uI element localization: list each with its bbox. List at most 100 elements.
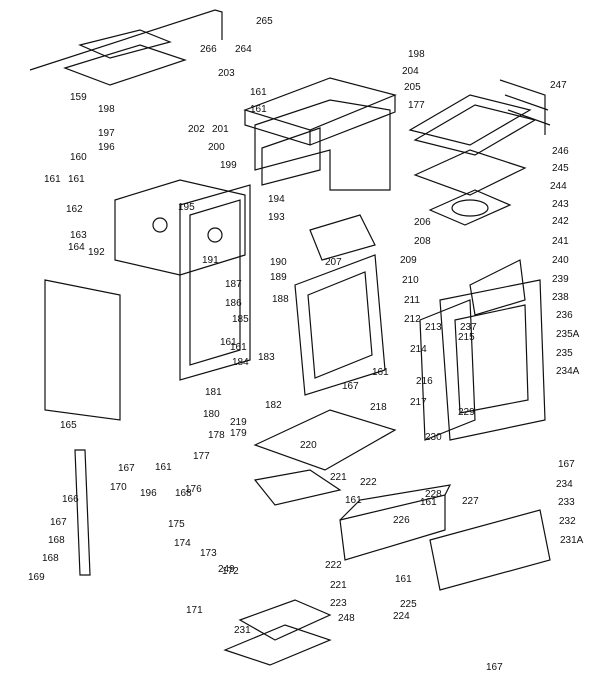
left-frame-rail xyxy=(74,449,91,576)
callout-166: 166 xyxy=(62,494,79,505)
callout-167: 167 xyxy=(118,463,135,474)
callout-192: 192 xyxy=(88,247,105,258)
callout-242: 242 xyxy=(552,216,569,227)
callout-198: 198 xyxy=(98,104,115,115)
callout-188: 188 xyxy=(272,294,289,305)
callout-245: 245 xyxy=(552,163,569,174)
callout-186: 186 xyxy=(225,298,242,309)
window-glass xyxy=(309,214,376,261)
callout-161: 161 xyxy=(420,497,437,508)
callout-202: 202 xyxy=(188,124,205,135)
callout-182: 182 xyxy=(265,400,282,411)
oven-racks xyxy=(408,79,551,156)
callout-241: 241 xyxy=(552,236,569,247)
callout-233: 233 xyxy=(558,497,575,508)
callout-161: 161 xyxy=(345,495,362,506)
callout-198: 198 xyxy=(408,49,425,60)
callout-218: 218 xyxy=(370,402,387,413)
callout-196: 196 xyxy=(98,142,115,153)
broiler-drawer-pan xyxy=(223,599,332,666)
callout-161: 161 xyxy=(250,87,267,98)
callout-223: 223 xyxy=(330,598,347,609)
callout-214: 214 xyxy=(410,344,427,355)
callout-243: 243 xyxy=(552,199,569,210)
callout-238: 238 xyxy=(552,292,569,303)
oven-liner xyxy=(179,184,251,381)
callout-217: 217 xyxy=(410,397,427,408)
callout-165: 165 xyxy=(60,420,77,431)
callout-161: 161 xyxy=(230,342,247,353)
callout-226: 226 xyxy=(393,515,410,526)
callout-210: 210 xyxy=(402,275,419,286)
callout-204: 204 xyxy=(402,66,419,77)
callout-177: 177 xyxy=(408,100,425,111)
callout-183: 183 xyxy=(258,352,275,363)
callout-168: 168 xyxy=(42,553,59,564)
burner-box xyxy=(254,99,391,191)
callout-167: 167 xyxy=(50,517,67,528)
broiler-pan xyxy=(413,149,527,226)
top-panel xyxy=(243,77,397,146)
callout-203: 203 xyxy=(218,68,235,79)
callout-212: 212 xyxy=(404,314,421,325)
callout-230: 230 xyxy=(425,432,442,443)
callout-231a: 231A xyxy=(560,535,584,546)
callout-227: 227 xyxy=(462,496,479,507)
callout-225: 225 xyxy=(400,599,417,610)
callout-185: 185 xyxy=(232,314,249,325)
callout-265: 265 xyxy=(256,16,273,27)
callout-170: 170 xyxy=(110,482,127,493)
callout-173: 173 xyxy=(200,548,217,559)
callout-228: 228 xyxy=(425,489,442,500)
callout-221: 221 xyxy=(330,472,347,483)
callout-181: 181 xyxy=(205,387,222,398)
callout-209: 209 xyxy=(400,255,417,266)
callout-247: 247 xyxy=(550,80,567,91)
callout-178: 178 xyxy=(208,430,225,441)
callout-174: 174 xyxy=(174,538,191,549)
callout-206: 206 xyxy=(414,217,431,228)
callout-234a: 234A xyxy=(556,366,580,377)
callout-191: 191 xyxy=(202,255,219,266)
callout-240: 240 xyxy=(552,255,569,266)
callout-159: 159 xyxy=(70,92,87,103)
callout-249: 249 xyxy=(218,564,235,575)
callout-163: 163 xyxy=(70,230,87,241)
callout-177: 177 xyxy=(193,451,210,462)
callout-216: 216 xyxy=(416,376,433,387)
callout-196: 196 xyxy=(140,488,157,499)
callout-164: 164 xyxy=(68,242,85,253)
callout-176: 176 xyxy=(185,484,202,495)
callout-237: 237 xyxy=(460,322,477,333)
callout-161: 161 xyxy=(372,367,389,378)
callout-266: 266 xyxy=(200,44,217,55)
callout-175: 175 xyxy=(168,519,185,530)
callout-161: 161 xyxy=(395,574,412,585)
storage-drawer xyxy=(339,484,551,591)
callout-205: 205 xyxy=(404,82,421,93)
callout-167: 167 xyxy=(342,381,359,392)
callout-222: 222 xyxy=(325,560,342,571)
callout-162: 162 xyxy=(66,204,83,215)
callout-161: 161 xyxy=(220,337,237,348)
callout-190: 190 xyxy=(270,257,287,268)
callout-239: 239 xyxy=(552,274,569,285)
callout-234: 234 xyxy=(556,479,573,490)
callout-207: 207 xyxy=(325,257,342,268)
callout-184: 184 xyxy=(232,357,249,368)
callout-219: 219 xyxy=(230,417,247,428)
callout-211: 211 xyxy=(404,295,420,306)
callout-235: 235 xyxy=(556,348,573,359)
callout-187: 187 xyxy=(225,279,242,290)
callout-213: 213 xyxy=(425,322,442,333)
callout-179: 179 xyxy=(230,428,247,439)
callout-167: 167 xyxy=(486,662,503,673)
callout-160: 160 xyxy=(70,152,87,163)
callout-231: 231 xyxy=(234,625,251,636)
callout-248: 248 xyxy=(338,613,355,624)
callout-235a: 235A xyxy=(556,329,580,340)
cooktop-grate-assembly xyxy=(29,9,223,86)
callout-215: 215 xyxy=(458,332,475,343)
callout-161: 161 xyxy=(155,462,172,473)
